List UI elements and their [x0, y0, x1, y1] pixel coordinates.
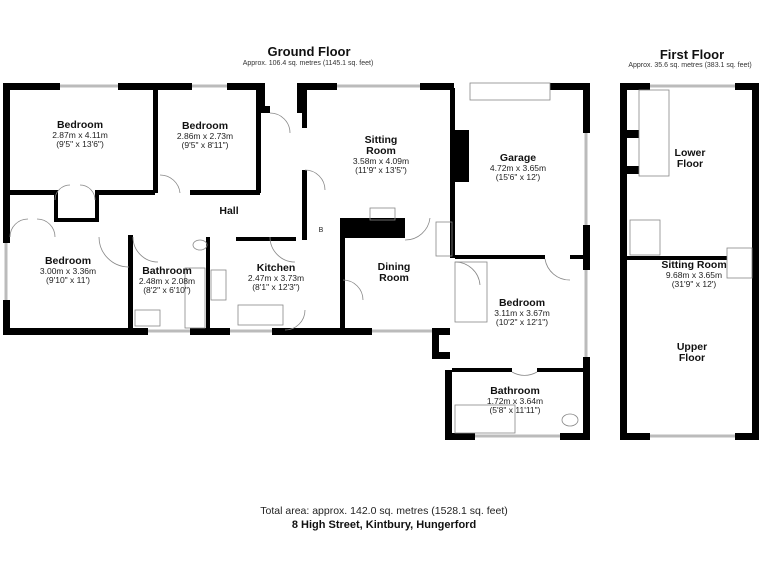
room-metric: 2.47m x 3.73m [247, 273, 305, 283]
room-metric: 2.48m x 2.08m [138, 276, 196, 286]
room-lower-floor: Lower Floor [674, 147, 706, 170]
room-bathroom-2: Bathroom 1.72m x 3.64m (5'8" x 11'11") [487, 386, 543, 415]
room-imperial: (11'9" x 13'5") [355, 165, 407, 175]
room-bedroom-2: Bedroom 2.86m x 2.73m (9'5" x 8'11") [177, 121, 233, 150]
walls [3, 83, 759, 440]
total-area: Total area: approx. 142.0 sq. metres (15… [260, 505, 508, 517]
room-imperial: (10'2" x 12'1") [495, 317, 549, 327]
room-imperial: (9'10" x 11') [46, 275, 90, 285]
address: 8 High Street, Kintbury, Hungerford [291, 519, 477, 531]
room-metric: 2.86m x 2.73m [176, 131, 234, 141]
room-bedroom-3: Bedroom 3.00m x 3.36m (9'10" x 11') [40, 256, 96, 285]
room-metric: 2.87m x 4.11m [52, 130, 108, 140]
room-dining-room: Dining Room [377, 261, 411, 284]
room-first-sitting-room: Sitting Room 9.68m x 3.65m (31'9" x 12') [659, 260, 729, 289]
room-garage: Garage 4.72m x 3.65m (15'6" x 12') [490, 153, 546, 182]
room-hall: Hall [219, 205, 239, 217]
room-kitchen: Kitchen 2.47m x 3.73m (8'1" x 12'3") [248, 263, 304, 292]
room-name: Bedroom [44, 255, 92, 267]
room-name: Kitchen [256, 262, 296, 274]
room-bedroom-4: Bedroom 3.11m x 3.67m (10'2" x 12'1") [494, 298, 550, 327]
room-name: Bathroom [142, 265, 192, 277]
room-imperial: (15'6" x 12') [495, 172, 541, 182]
room-bedroom-1: Bedroom 2.87m x 4.11m (9'5" x 13'6") [52, 120, 108, 149]
room-bathroom-1: Bathroom 2.48m x 2.08m (8'2" x 6'10") [139, 266, 195, 295]
room-metric: 3.58m x 4.09m [352, 156, 410, 166]
room-name: Sitting Room [661, 259, 727, 271]
room-imperial: (9'5" x 13'6") [56, 139, 104, 149]
room-imperial: (9'5" x 8'11") [181, 140, 229, 150]
room-name: Sitting Room [364, 134, 398, 157]
room-name: Bedroom [498, 297, 546, 309]
first-floor-area: Approx. 35.6 sq. metres (383.1 sq. feet) [628, 62, 752, 69]
room-sitting-room: Sitting Room 3.58m x 4.09m (11'9" x 13'5… [351, 135, 411, 175]
room-name: Bedroom [56, 119, 104, 131]
room-metric: 3.00m x 3.36m [39, 266, 97, 276]
ground-floor-area: Approx. 106.4 sq. metres (1145.1 sq. fee… [242, 60, 374, 67]
fixtures [9, 82, 753, 434]
room-metric: 3.11m x 3.67m [494, 308, 550, 318]
ground-floor-title: Ground Floor [267, 44, 351, 59]
room-upper-floor: Upper Floor [676, 341, 708, 364]
room-imperial: (8'1" x 12'3") [252, 282, 300, 292]
windows [4, 84, 735, 438]
room-name: Bedroom [181, 120, 229, 132]
room-metric: 9.68m x 3.65m [665, 270, 723, 280]
room-metric: 1.72m x 3.64m [486, 396, 544, 406]
room-metric: 4.72m x 3.65m [489, 163, 547, 173]
room-imperial: (5'8" x 11'11") [489, 405, 541, 415]
room-name: Bathroom [490, 385, 540, 397]
room-name: Garage [499, 152, 537, 164]
room-imperial: (31'9" x 12') [671, 279, 717, 289]
first-floor-title: First Floor [659, 47, 725, 62]
room-imperial: (8'2" x 6'10") [143, 285, 191, 295]
boiler-label: B [318, 227, 324, 234]
